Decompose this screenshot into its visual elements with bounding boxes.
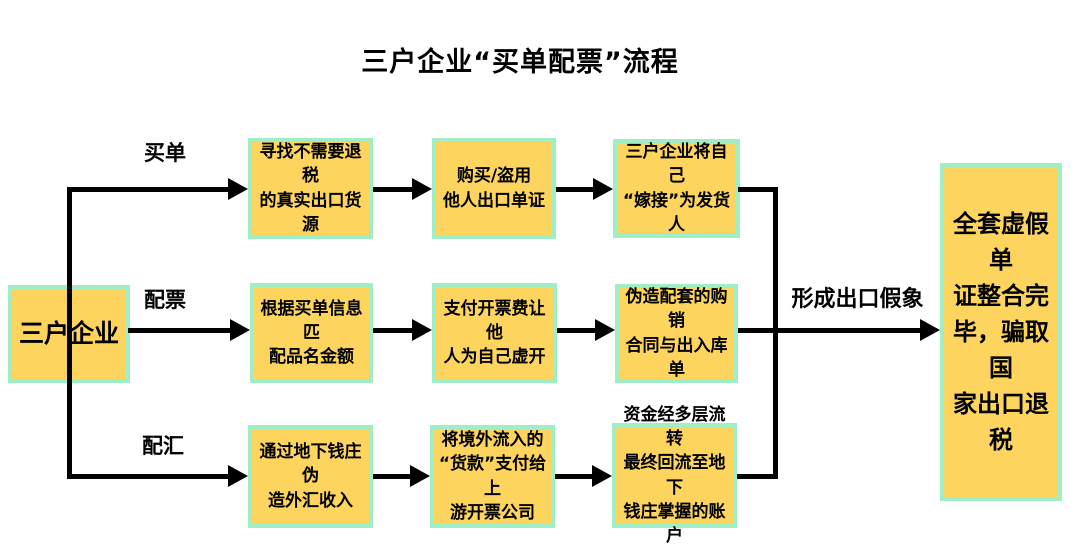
arrowhead-branch-bottom-icon (228, 465, 248, 487)
step-box-row2-1: 根据买单信息匹 配品名金额 (250, 283, 373, 383)
arrowhead-row3-2-icon (592, 465, 612, 487)
convergence-top-connector (738, 187, 778, 192)
convergence-vertical-connector (773, 187, 778, 479)
convergence-label: 形成出口假象 (791, 287, 924, 312)
arrowhead-row3-1-icon (410, 465, 430, 487)
branch-top-connector (67, 187, 228, 192)
arrowhead-row2-1-icon (412, 319, 432, 341)
row1-connector-1 (373, 187, 412, 192)
step-box-row2-3: 伪造配套的购销 合同与出入库单 (615, 284, 738, 383)
row2-connector-1 (373, 328, 412, 333)
branch-vertical-connector (67, 187, 72, 479)
branch-label-buydan: 买单 (144, 141, 186, 165)
row3-connector-2 (555, 474, 592, 479)
arrowhead-row2-2-icon (595, 319, 615, 341)
step-box-row2-2: 支付开票费让他 人为自己虚开 (432, 283, 557, 383)
arrowhead-row1-1-icon (412, 178, 432, 200)
branch-bottom-connector (67, 474, 228, 479)
step-box-row3-2: 将境外流入的 “货款”支付给上 游开票公司 (430, 425, 555, 528)
arrowhead-row1-2-icon (593, 178, 613, 200)
step-box-row1-1: 寻找不需要退税 的真实出口货源 (248, 138, 373, 239)
arrowhead-branch-top-icon (228, 178, 248, 200)
step-box-row3-3: 资金经多层流转 最终回流至地下 钱庄掌握的账户 (612, 405, 737, 546)
arrowhead-final-icon (920, 319, 940, 341)
arrowhead-branch-mid-icon (230, 319, 250, 341)
result-box: 全套虚假单 证整合完 毕，骗取国 家出口退税 (940, 163, 1062, 501)
branch-label-peipiao: 配票 (144, 288, 186, 312)
convergence-bottom-connector (737, 474, 778, 479)
branch-label-peihui: 配汇 (142, 434, 184, 458)
step-box-row3-1: 通过地下钱庄伪 造外汇收入 (248, 425, 373, 528)
row1-connector-2 (556, 187, 593, 192)
diagram-title: 三户企业“买单配票”流程 (361, 47, 679, 78)
row2-connector-2 (557, 328, 595, 333)
final-connector (738, 328, 920, 333)
row3-connector-1 (373, 474, 410, 479)
step-box-row1-2: 购买/盗用 他人出口单证 (432, 138, 556, 239)
branch-mid-connector (128, 328, 230, 333)
step-box-row1-3: 三户企业将自己 “嫁接”为发货人 (613, 139, 740, 238)
